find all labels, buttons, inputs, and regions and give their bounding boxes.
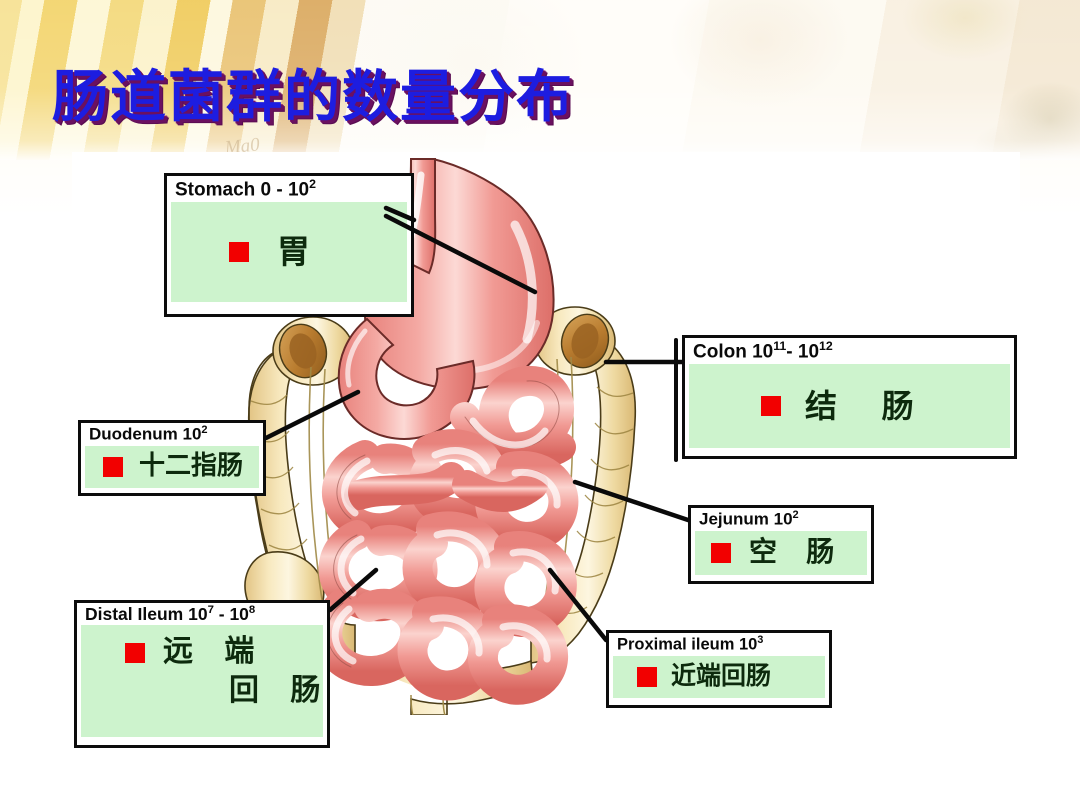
callout-jejunum-body: 空 肠 bbox=[695, 530, 867, 575]
red-square-icon bbox=[229, 242, 249, 263]
callout-colon-english: Colon 1011- 1012 bbox=[693, 339, 833, 363]
callout-jejunum-english: Jejunum 102 bbox=[699, 509, 799, 529]
callout-distal-ileum-chinese-line1: 远 端 bbox=[163, 634, 255, 670]
callout-distal-ileum-english: Distal Ileum 107 - 108 bbox=[85, 604, 256, 624]
red-square-icon bbox=[761, 396, 781, 417]
red-square-icon bbox=[103, 456, 123, 477]
red-square-icon bbox=[637, 666, 657, 687]
callout-proximal-ileum-english: Proximal ileum 103 bbox=[617, 634, 764, 654]
background-photo-fade bbox=[0, 0, 1080, 160]
callout-duodenum-english: Duodenum 102 bbox=[89, 424, 208, 444]
colon-flexure-left bbox=[272, 316, 354, 386]
callout-colon-body: 结 肠 bbox=[689, 364, 1010, 449]
callout-proximal-ileum-chinese: 近端回肠 bbox=[671, 661, 772, 691]
callout-distal-ileum-body: 远 端 回 肠 bbox=[81, 625, 323, 738]
page-title: 肠道菌群的数量分布 bbox=[52, 65, 574, 130]
callout-distal-ileum[interactable]: Distal Ileum 107 - 108 远 端 回 肠 bbox=[74, 600, 330, 748]
callout-stomach-body: 胃 bbox=[171, 202, 407, 303]
callout-duodenum-chinese: 十二指肠 bbox=[139, 450, 244, 481]
callout-colon-chinese: 结 肠 bbox=[805, 386, 914, 425]
callout-colon[interactable]: Colon 1011- 1012 结 肠 bbox=[682, 335, 1017, 459]
callout-stomach-chinese: 胃 bbox=[277, 232, 310, 272]
callout-jejunum-chinese: 空 肠 bbox=[749, 535, 835, 569]
red-square-icon bbox=[125, 642, 145, 663]
red-square-icon bbox=[711, 542, 731, 563]
callout-stomach[interactable]: Stomach 0 - 102 胃 bbox=[164, 173, 414, 317]
colon-flexure-right bbox=[534, 306, 616, 376]
small-intestine-shape bbox=[312, 366, 579, 705]
callout-jejunum[interactable]: Jejunum 102 空 肠 bbox=[688, 505, 874, 584]
callout-stomach-english: Stomach 0 - 102 bbox=[175, 177, 316, 201]
callout-distal-ileum-chinese-line2: 回 肠 bbox=[229, 672, 321, 708]
callout-proximal-ileum-body: 近端回肠 bbox=[613, 655, 825, 698]
callout-proximal-ileum[interactable]: Proximal ileum 103 近端回肠 bbox=[606, 630, 832, 708]
callout-duodenum[interactable]: Duodenum 102 十二指肠 bbox=[78, 420, 266, 496]
callout-duodenum-body: 十二指肠 bbox=[85, 445, 259, 488]
